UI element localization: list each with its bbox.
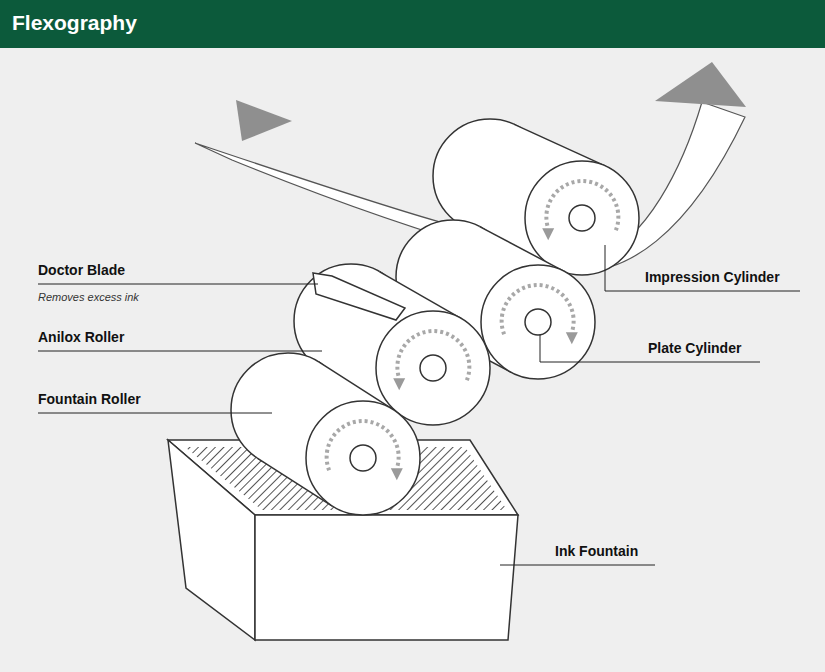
leader-line — [605, 245, 800, 291]
doctor-blade — [313, 273, 405, 320]
rotation-arrowhead — [391, 468, 403, 480]
cylinder-edge — [514, 124, 606, 166]
leader-line — [500, 565, 655, 566]
rotation-arrowhead — [542, 228, 554, 240]
diagram-title: Flexography — [12, 11, 137, 35]
leader-line — [540, 335, 760, 362]
cylinder-axle — [420, 355, 446, 381]
cylinder-front-end — [376, 311, 490, 425]
paper-direction-arrow — [655, 62, 746, 107]
cylinder-edge — [480, 227, 565, 272]
part-label: Anilox Roller — [38, 329, 124, 345]
fountain-front-face — [255, 515, 518, 640]
cylinder-front-end — [306, 401, 420, 515]
rotation-arc — [327, 421, 399, 470]
part-label: Plate Cylinder — [648, 340, 741, 356]
part-label: Impression Cylinder — [645, 269, 780, 285]
part-label: Fountain Roller — [38, 391, 141, 407]
cylinder-axle — [569, 205, 595, 231]
leader-line — [38, 351, 322, 352]
part-label: Ink Fountain — [555, 543, 638, 559]
part-note: Removes excess ink — [38, 291, 139, 303]
fountain-roller — [231, 353, 420, 515]
rotation-arc — [397, 331, 469, 380]
cylinder-front-end — [525, 161, 639, 275]
title-band: Flexography — [0, 0, 825, 48]
leader-line — [38, 413, 272, 414]
cylinder-axle — [350, 445, 376, 471]
rotation-arrowhead — [393, 378, 405, 390]
leader-line — [38, 284, 318, 285]
paper-direction-arrow — [236, 100, 292, 141]
rotation-arrowhead — [566, 332, 578, 344]
rotation-arc — [502, 285, 574, 334]
cylinder-axle — [525, 309, 551, 335]
rotation-arc — [546, 181, 618, 230]
fountain-left-face — [168, 440, 255, 640]
part-label: Doctor Blade — [38, 262, 125, 278]
